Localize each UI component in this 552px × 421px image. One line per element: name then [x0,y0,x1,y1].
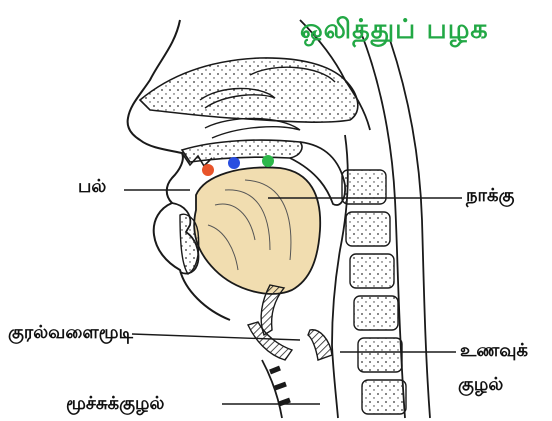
green-dot [262,155,274,167]
label-teeth: பல் [78,176,106,198]
label-esophagus-line2: குழல் [458,374,503,396]
vertebra-6 [362,380,406,414]
page-title: ஒலித்துப் பழக [300,14,489,49]
esophagus-opening [308,330,332,360]
leader-epiglottis [132,334,300,340]
vertebrae [342,170,406,414]
tracheal-ring-1 [270,368,280,372]
mandible [180,214,199,274]
vertebra-1 [342,170,386,204]
esophagus [332,345,338,418]
blue-dot [228,157,240,169]
label-trachea: மூச்சுக்குழல் [66,393,164,415]
red-dot [202,164,214,176]
vertebra-2 [346,212,390,246]
label-tongue: நாக்கு [466,185,514,207]
label-epiglottis: குரல்வளைமூடி [8,322,133,344]
vertebra-3 [350,254,394,288]
vertebra-5 [358,338,402,372]
tongue [194,167,320,293]
label-esophagus-line1: உணவுக் [460,340,528,362]
nasal-bone [140,58,358,122]
vertebra-4 [354,296,398,330]
tracheal-ring-2 [275,384,286,388]
